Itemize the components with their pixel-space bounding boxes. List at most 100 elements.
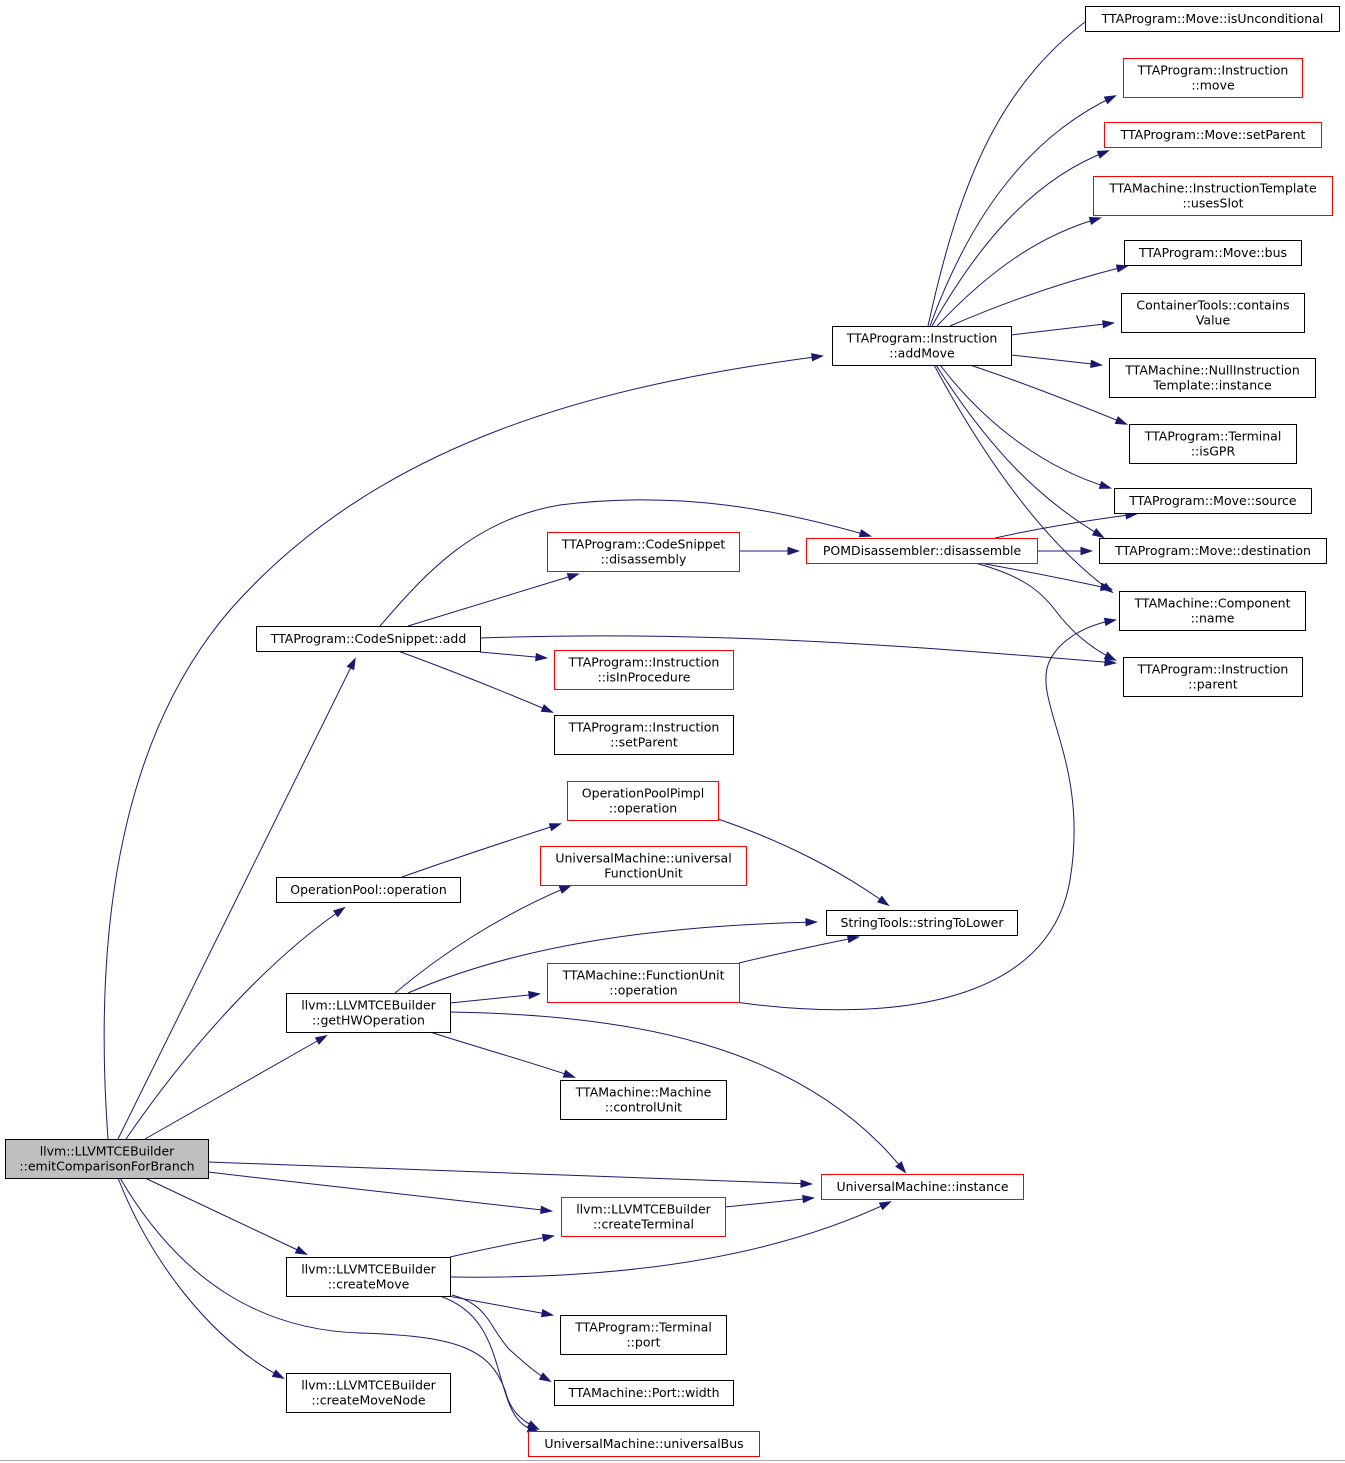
node-instr_move[interactable]: TTAProgram::Instruction::move <box>1123 58 1303 98</box>
edge-line <box>379 499 871 627</box>
edge-arrowhead <box>800 1179 814 1188</box>
edge-line <box>479 651 547 659</box>
edge-arrowhead <box>540 1205 554 1215</box>
node-box <box>547 532 740 572</box>
node-label: Template::instance <box>1152 378 1272 393</box>
edge-pom_disassemble-to-move_destination <box>1037 546 1094 556</box>
edge-arrowhead <box>538 1372 552 1382</box>
node-label: ::disassembly <box>601 552 687 567</box>
node-move_source[interactable]: TTAProgram::Move::source <box>1114 488 1312 514</box>
node-label: TTAProgram::Move::isUnconditional <box>1101 11 1324 26</box>
node-box <box>821 1174 1024 1200</box>
edge-arrowhead <box>1091 528 1105 539</box>
node-snippet_add[interactable]: TTAProgram::CodeSnippet::add <box>256 626 481 652</box>
edge-fu_operation-to-stringToLower <box>738 935 861 964</box>
node-box <box>826 910 1018 936</box>
node-label: TTAProgram::CodeSnippet <box>561 537 726 552</box>
node-createTerminal[interactable]: llvm::LLVMTCEBuilder::createTerminal <box>561 1197 726 1237</box>
edge-arrowhead <box>805 918 819 927</box>
nodes-layer: llvm::LLVMTCEBuilder::emitComparisonForB… <box>5 6 1340 1457</box>
node-box <box>806 538 1038 564</box>
node-um_universalBus[interactable]: UniversalMachine::universalBus <box>528 1431 760 1457</box>
edge-arrowhead <box>787 546 801 556</box>
node-instr_setParent[interactable]: TTAProgram::Instruction::setParent <box>554 715 734 755</box>
node-box <box>1085 6 1340 32</box>
edge-arrowhead <box>1088 216 1103 226</box>
edge-instr_addMove-to-move_isUncond <box>927 9 1102 327</box>
node-snippet_disassembly[interactable]: TTAProgram::CodeSnippet::disassembly <box>547 532 740 572</box>
node-label: TTAProgram::Move::bus <box>1138 245 1287 260</box>
node-instrTmpl_usesSlot[interactable]: TTAMachine::InstructionTemplate::usesSlo… <box>1093 176 1333 216</box>
edge-arrowhead <box>858 529 873 538</box>
node-pom_disassemble[interactable]: POMDisassembler::disassemble <box>806 538 1038 564</box>
edge-arrowhead <box>528 990 542 1000</box>
node-terminal_port[interactable]: TTAProgram::Terminal::port <box>560 1315 727 1355</box>
edge-line <box>734 619 1116 1011</box>
edge-arrowhead <box>540 704 554 713</box>
node-label: TTAProgram::Instruction <box>568 720 720 735</box>
node-nullInstrTmpl[interactable]: TTAMachine::NullInstructionTemplate::ins… <box>1109 358 1316 398</box>
node-box <box>1129 424 1297 464</box>
node-label: llvm::LLVMTCEBuilder <box>301 1262 436 1277</box>
edge-arrowhead <box>562 1069 577 1078</box>
edge-root-to-snippet_add <box>117 657 356 1140</box>
node-label: StringTools::stringToLower <box>840 915 1004 930</box>
node-label: TTAProgram::Instruction <box>1137 63 1289 78</box>
node-instr_addMove[interactable]: TTAProgram::Instruction::addMove <box>832 326 1012 366</box>
node-port_width[interactable]: TTAMachine::Port::width <box>554 1380 734 1406</box>
node-label: FunctionUnit <box>604 866 683 881</box>
edge-arrowhead <box>294 1245 308 1255</box>
node-move_bus[interactable]: TTAProgram::Move::bus <box>1124 240 1302 266</box>
node-box <box>1114 488 1312 514</box>
edge-line <box>969 364 1127 425</box>
node-label: ::createMove <box>328 1277 410 1292</box>
node-um_instance[interactable]: UniversalMachine::instance <box>821 1174 1024 1200</box>
node-label: ::usesSlot <box>1182 196 1243 211</box>
edge-createMove-to-um_instance <box>449 1201 892 1278</box>
edge-line <box>979 562 1112 590</box>
node-root[interactable]: llvm::LLVMTCEBuilder::emitComparisonForB… <box>5 1139 209 1179</box>
node-machine_controlUnit[interactable]: TTAMachine::Machine::controlUnit <box>560 1080 727 1120</box>
node-label: ::createTerminal <box>593 1217 694 1232</box>
node-component_name[interactable]: TTAMachine::Component::name <box>1119 591 1306 631</box>
node-stringToLower[interactable]: StringTools::stringToLower <box>826 910 1018 936</box>
edge-arrowhead <box>895 1161 907 1174</box>
node-box <box>1124 240 1302 266</box>
edge-pom_disassemble-to-move_source <box>994 511 1139 539</box>
edge-line <box>931 150 1109 327</box>
node-instr_isInProcedure[interactable]: TTAProgram::Instruction::isInProcedure <box>554 650 734 690</box>
edge-line <box>724 1197 814 1208</box>
edge-root-to-getHWOperation <box>144 1035 328 1140</box>
node-label: ::getHWOperation <box>312 1013 425 1028</box>
node-move_destination[interactable]: TTAProgram::Move::destination <box>1099 538 1327 564</box>
node-terminal_isGPR[interactable]: TTAProgram::Terminal::isGPR <box>1129 424 1297 464</box>
edges-layer <box>103 9 1139 1433</box>
edge-arrowhead <box>1090 359 1104 369</box>
edge-line <box>401 823 561 878</box>
edge-line <box>939 364 1111 489</box>
edge-line <box>927 10 1101 327</box>
node-opPoolPimpl_operation[interactable]: OperationPoolPimpl::operation <box>567 781 719 821</box>
edge-instr_addMove-to-move_source <box>939 364 1113 489</box>
node-getHWOperation[interactable]: llvm::LLVMTCEBuilder::getHWOperation <box>286 993 451 1033</box>
node-box <box>1109 358 1316 398</box>
edge-pom_disassemble-to-component_name <box>979 562 1114 591</box>
node-createMoveNode[interactable]: llvm::LLVMTCEBuilder::createMoveNode <box>286 1373 451 1413</box>
node-createMove[interactable]: llvm::LLVMTCEBuilder::createMove <box>286 1257 451 1297</box>
node-box <box>1123 58 1303 98</box>
edge-arrowhead <box>876 895 890 907</box>
node-fu_operation[interactable]: TTAMachine::FunctionUnit::operation <box>547 963 740 1003</box>
node-move_isUncond[interactable]: TTAProgram::Move::isUnconditional <box>1085 6 1340 32</box>
edge-line <box>929 95 1116 327</box>
node-opPool_operation[interactable]: OperationPool::operation <box>276 877 461 903</box>
edge-arrowhead <box>1098 480 1113 489</box>
node-move_setParent[interactable]: TTAProgram::Move::setParent <box>1104 122 1322 148</box>
node-instr_parent[interactable]: TTAProgram::Instruction::parent <box>1123 657 1303 697</box>
node-label: OperationPoolPimpl <box>582 786 704 801</box>
node-box <box>5 1139 209 1179</box>
edge-arrowhead <box>333 906 346 918</box>
edge-line <box>144 1177 307 1255</box>
edge-line <box>407 921 817 994</box>
